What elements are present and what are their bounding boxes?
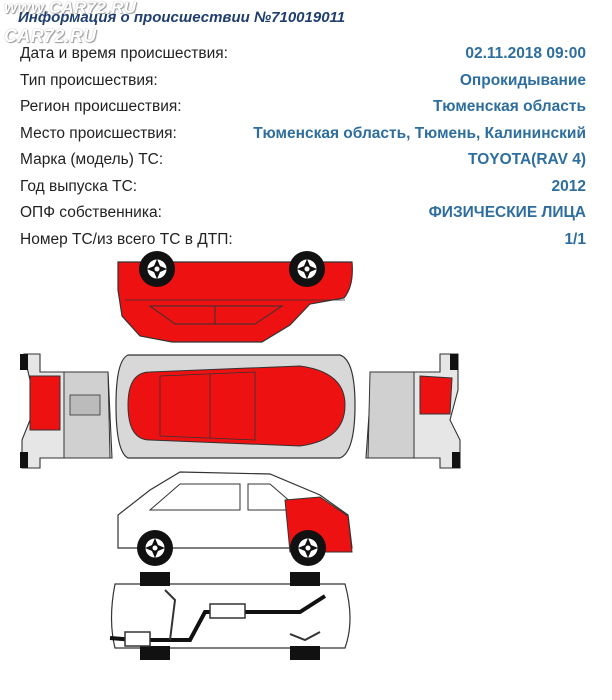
damage-zone-roof	[127, 365, 346, 447]
detail-label: Номер ТС/из всего ТС в ДТП:	[20, 230, 233, 248]
wheel-icon	[136, 529, 174, 567]
detail-label: Регион происшествия:	[20, 98, 182, 115]
car-underside-view	[109, 572, 351, 660]
damage-zone-rear	[29, 375, 61, 431]
detail-label: Марка (модель) ТС:	[20, 151, 164, 168]
car-rear-view	[20, 353, 113, 469]
detail-row-region: Регион происшествия: Тюменская область	[20, 98, 586, 125]
incident-details: Дата и время происшествия: 02.11.2018 09…	[20, 45, 586, 257]
detail-value: Тюменская область, Тюмень, Калининский	[253, 124, 586, 142]
detail-row-place: Место происшествия: Тюменская область, Т…	[20, 125, 586, 152]
car-side-view	[117, 471, 353, 567]
detail-label: Дата и время происшествия:	[20, 45, 228, 62]
damage-zone-front	[419, 375, 453, 415]
detail-value: 1/1	[564, 230, 586, 248]
damage-diagram	[20, 250, 461, 660]
detail-value: Опрокидывание	[459, 71, 586, 89]
wheel-icon	[289, 529, 327, 567]
wheel-icon	[138, 250, 176, 288]
wheel-icon	[288, 250, 326, 288]
detail-row-model: Марка (модель) ТС: TOYOTA(RAV 4)	[20, 151, 586, 178]
detail-row-vehicle-number: Номер ТС/из всего ТС в ДТП: 1/1	[20, 231, 586, 258]
detail-row-type: Тип происшествия: Опрокидывание	[20, 72, 586, 99]
watermark-top: www.CAR72.RU	[4, 0, 137, 17]
detail-row-owner: ОПФ собственника: ФИЗИЧЕСКИЕ ЛИЦА	[20, 204, 586, 231]
car-top-view	[115, 354, 356, 459]
detail-value: 2012	[551, 177, 586, 195]
detail-label: Год выпуска ТС:	[20, 177, 138, 195]
car-side-flipped	[117, 250, 353, 343]
detail-value: ФИЗИЧЕСКИЕ ЛИЦА	[428, 204, 586, 221]
detail-label: ОПФ собственника:	[20, 204, 162, 221]
detail-label: Место происшествия:	[20, 124, 177, 142]
detail-row-year: Год выпуска ТС: 2012	[20, 178, 586, 205]
car-front-view	[365, 353, 461, 469]
detail-row-date: Дата и время происшествия: 02.11.2018 09…	[20, 45, 586, 72]
damage-zone-side-flipped	[117, 261, 353, 343]
detail-value: Тюменская область	[433, 98, 586, 115]
detail-value: TOYOTA(RAV 4)	[468, 151, 586, 168]
watermark-bottom: CAR72.RU	[4, 26, 97, 46]
page-title: Информация о происшествии №710019011	[18, 9, 346, 26]
detail-value: 02.11.2018 09:00	[465, 45, 586, 62]
detail-label: Тип происшествия:	[20, 71, 158, 89]
